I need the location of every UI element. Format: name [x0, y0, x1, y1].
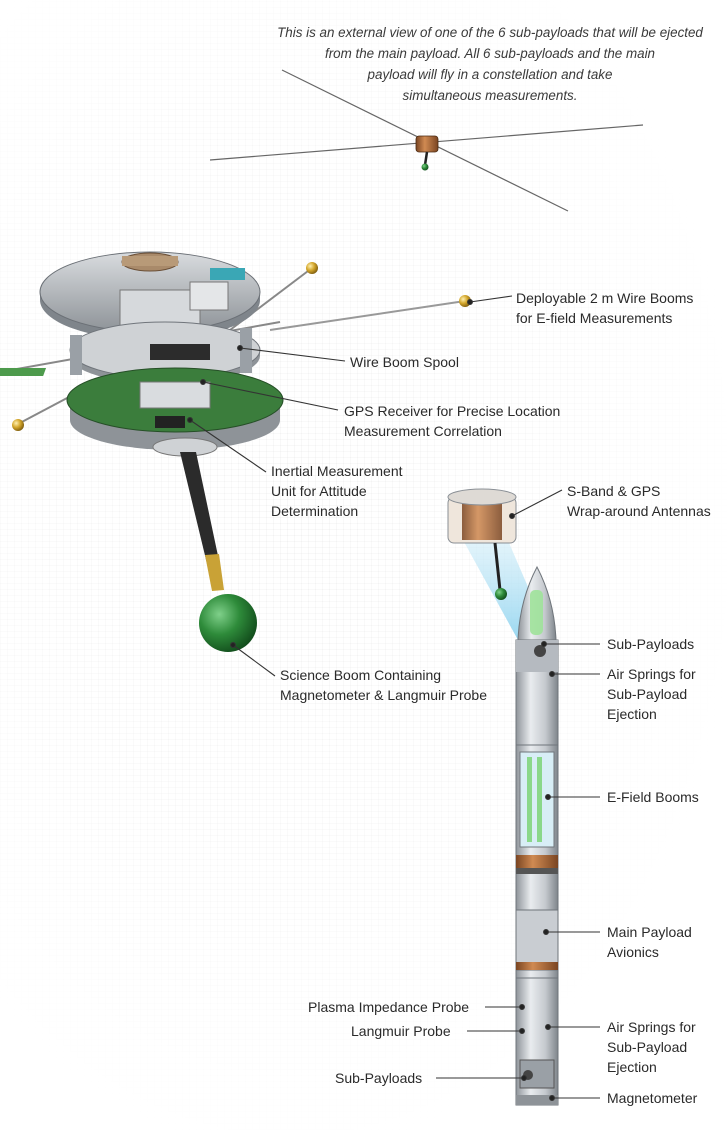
wire-boom-tip [306, 262, 318, 274]
leader-dot [545, 1024, 551, 1030]
label-gps-receiver: GPS Receiver for Precise Location Measur… [344, 401, 560, 441]
caption-line: from the main payload. All 6 sub-payload… [325, 46, 655, 61]
spool-strut [240, 328, 252, 373]
label-efield-booms: E-Field Booms [607, 789, 699, 805]
label-line: Ejection [607, 706, 657, 722]
green-board [0, 368, 47, 376]
deployed-subpayload [447, 488, 517, 600]
label-wire-boom-spool: Wire Boom Spool [350, 354, 459, 370]
label-air-springs-top: Air Springs for Sub-Payload Ejection [607, 664, 696, 724]
leader-lines [187, 295, 600, 1101]
label-langmuir-probe: Langmuir Probe [351, 1023, 451, 1039]
leader-dot [509, 513, 515, 519]
label-imu: Inertial Measurement Unit for Attitude D… [271, 461, 403, 521]
label-magnetometer: Magnetometer [607, 1090, 698, 1106]
label-line: GPS Receiver for Precise Location [344, 403, 561, 419]
label-line: Wrap-around Antennas [567, 503, 711, 519]
label-line: Measurement Correlation [344, 423, 502, 439]
leader-dot [467, 299, 473, 305]
label-wire-booms: Deployable 2 m Wire Booms for E-field Me… [516, 288, 693, 328]
leader-line [469, 295, 513, 303]
leader-dot [549, 1095, 555, 1101]
copper-band [516, 962, 558, 970]
label-line: S-Band & GPS [567, 483, 661, 499]
caption-line: simultaneous measurements. [402, 88, 578, 103]
black-component [155, 416, 185, 428]
wire-boom-line [269, 300, 466, 331]
leader-dot [200, 379, 206, 385]
label-line: Air Springs for [607, 666, 696, 682]
dark-band [516, 868, 558, 874]
leader-line [511, 489, 563, 517]
leader-dot [230, 642, 236, 648]
label-line: Science Boom Containing [280, 667, 442, 683]
sub-payload-window [534, 645, 546, 657]
copper-band [516, 855, 558, 868]
science-boom-sensor [199, 594, 257, 652]
small-green-sensor [421, 163, 429, 171]
leader-dot [187, 417, 193, 423]
caption-line: This is an external view of one of the 6… [277, 25, 703, 40]
label-line: Air Springs for [607, 1019, 696, 1035]
leader-line [232, 644, 276, 677]
label-line: Unit for Attitude [271, 483, 367, 499]
efield-boom [527, 757, 532, 842]
spool-strut [70, 335, 82, 375]
top-hub-body [122, 256, 178, 266]
label-line: Determination [271, 503, 359, 519]
label-line: Sub-Payload [607, 686, 688, 702]
rocket-base [516, 1095, 558, 1105]
label-line: Avionics [607, 944, 659, 960]
nose-green-window [530, 590, 543, 635]
avionics-bay [515, 909, 559, 971]
label-science-boom: Science Boom Containing Magnetometer & L… [280, 665, 487, 705]
leader-dot [237, 345, 243, 351]
teal-module [210, 268, 245, 280]
leader-dot [549, 671, 555, 677]
label-sband-gps: S-Band & GPS Wrap-around Antennas [567, 481, 711, 521]
science-boom-band [205, 554, 224, 591]
label-line: Inertial Measurement [271, 463, 403, 479]
science-boom [180, 452, 221, 572]
gps-module [139, 381, 211, 409]
exploded-subpayload [0, 251, 471, 652]
small-subpayload-view [209, 69, 644, 212]
label-sub-payloads-bottom: Sub-Payloads [335, 1070, 423, 1086]
wire-boom-tip [12, 419, 24, 431]
leader-line [239, 347, 346, 362]
small-subpayload-body [415, 135, 439, 153]
small-science-boom [423, 151, 429, 166]
label-line: Deployable 2 m Wire Booms [516, 290, 694, 306]
label-main-avionics: Main Payload Avionics [607, 922, 692, 962]
leader-line [189, 419, 267, 473]
label-line: Sub-Payload [607, 1039, 688, 1055]
caption: This is an external view of one of the 6… [255, 22, 725, 106]
leader-dot [541, 641, 547, 647]
label-air-springs-bottom: Air Springs for Sub-Payload Ejection [607, 1017, 696, 1077]
leader-dot [519, 1028, 525, 1034]
label-line: Ejection [607, 1059, 657, 1075]
leader-dot [521, 1075, 527, 1081]
leader-dot [543, 929, 549, 935]
leader-dot [519, 1004, 525, 1010]
label-line: Main Payload [607, 924, 692, 940]
caption-line: payload will fly in a constellation and … [367, 67, 613, 82]
electronics-block [189, 281, 229, 311]
label-line: for E-field Measurements [516, 310, 673, 326]
leader-dot [545, 794, 551, 800]
wire-boom-spool [150, 344, 210, 360]
leader-line [202, 381, 339, 411]
label-plasma-probe: Plasma Impedance Probe [308, 999, 470, 1015]
efield-boom [537, 757, 542, 842]
label-line: Magnetometer & Langmuir Probe [280, 687, 487, 703]
label-sub-payloads-top: Sub-Payloads [607, 636, 695, 652]
